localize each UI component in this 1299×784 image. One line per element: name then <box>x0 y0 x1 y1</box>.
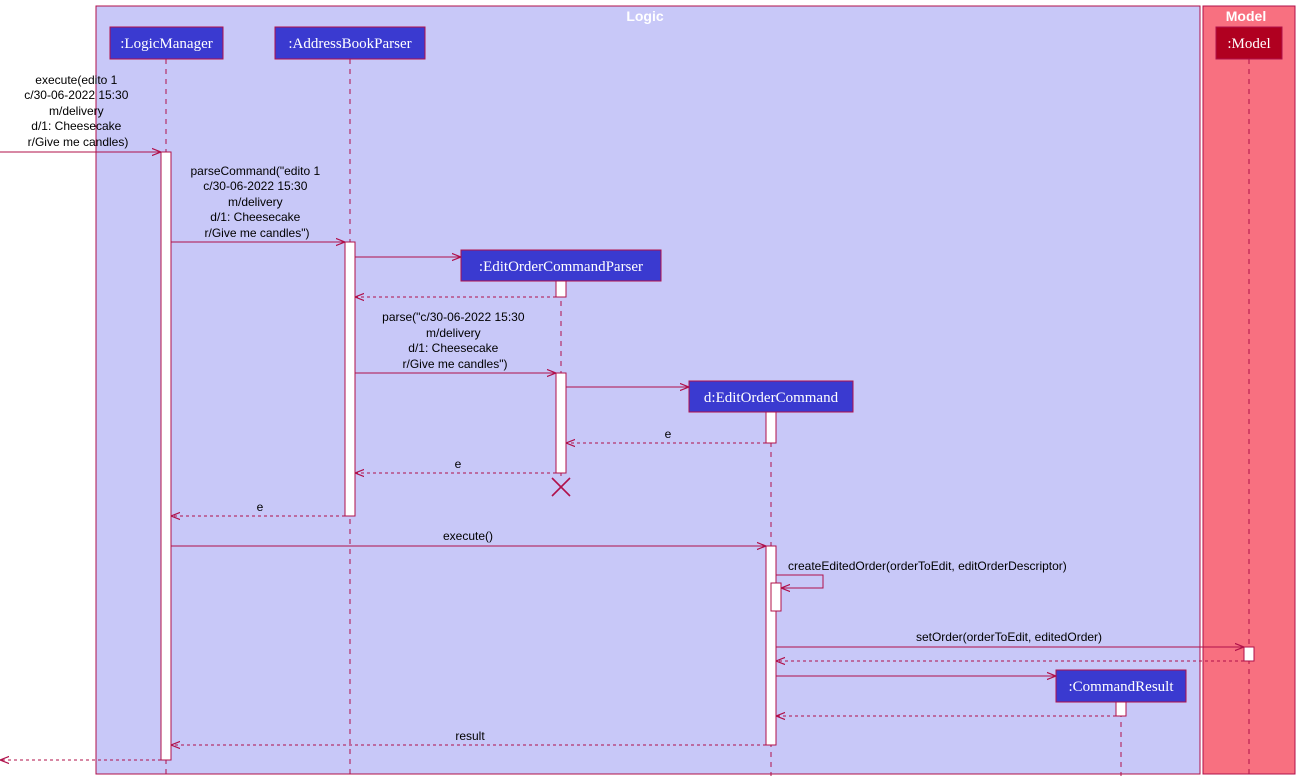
activation-edit-order-command-parser-2 <box>555 372 567 474</box>
participant-edit-order-command-label: d:EditOrderCommand <box>704 390 839 406</box>
label-execute-in: execute(edito 1 c/30-06-2022 15:30 m/del… <box>24 73 131 149</box>
activation-address-book-parser <box>344 241 356 517</box>
destroy-x-icon <box>551 477 571 497</box>
participant-address-book-parser-label: :AddressBookParser <box>288 36 411 52</box>
activation-model <box>1243 646 1255 662</box>
activation-edit-order-command-1 <box>765 411 777 444</box>
activation-logic-manager <box>160 151 172 761</box>
logic-group-frame <box>95 5 1201 775</box>
label-result: result <box>455 729 485 743</box>
participant-edit-order-command <box>688 380 854 413</box>
label-return-e-2: e <box>455 457 462 471</box>
label-return-e-1: e <box>665 427 672 441</box>
activation-edit-order-command-2 <box>765 545 777 746</box>
label-execute: execute() <box>443 529 493 543</box>
participant-edit-order-command-parser-label: :EditOrderCommandParser <box>479 259 643 275</box>
participant-address-book-parser <box>274 26 426 60</box>
activation-edit-order-command-nested <box>770 582 782 612</box>
participant-model <box>1215 26 1283 60</box>
logic-group-title: Logic <box>626 8 664 24</box>
activation-edit-order-command-parser-1 <box>555 280 567 298</box>
participant-model-label: :Model <box>1227 36 1270 52</box>
arrow-create-edited-order <box>776 574 824 588</box>
participant-command-result-label: :CommandResult <box>1069 679 1175 695</box>
participant-logic-manager <box>109 26 224 60</box>
participant-edit-order-command-parser <box>460 249 662 282</box>
label-parse: parse("c/30-06-2022 15:30 m/delivery d/1… <box>382 310 528 371</box>
label-parse-command: parseCommand("edito 1 c/30-06-2022 15:30… <box>191 164 324 240</box>
label-return-e-3: e <box>257 500 264 514</box>
activation-command-result <box>1115 701 1127 717</box>
model-group-title: Model <box>1226 8 1266 24</box>
participant-logic-manager-label: :LogicManager <box>120 36 212 52</box>
participant-command-result <box>1055 669 1187 703</box>
label-create-edited-order: createEditedOrder(orderToEdit, editOrder… <box>788 559 1067 573</box>
label-set-order: setOrder(orderToEdit, editedOrder) <box>916 630 1102 644</box>
